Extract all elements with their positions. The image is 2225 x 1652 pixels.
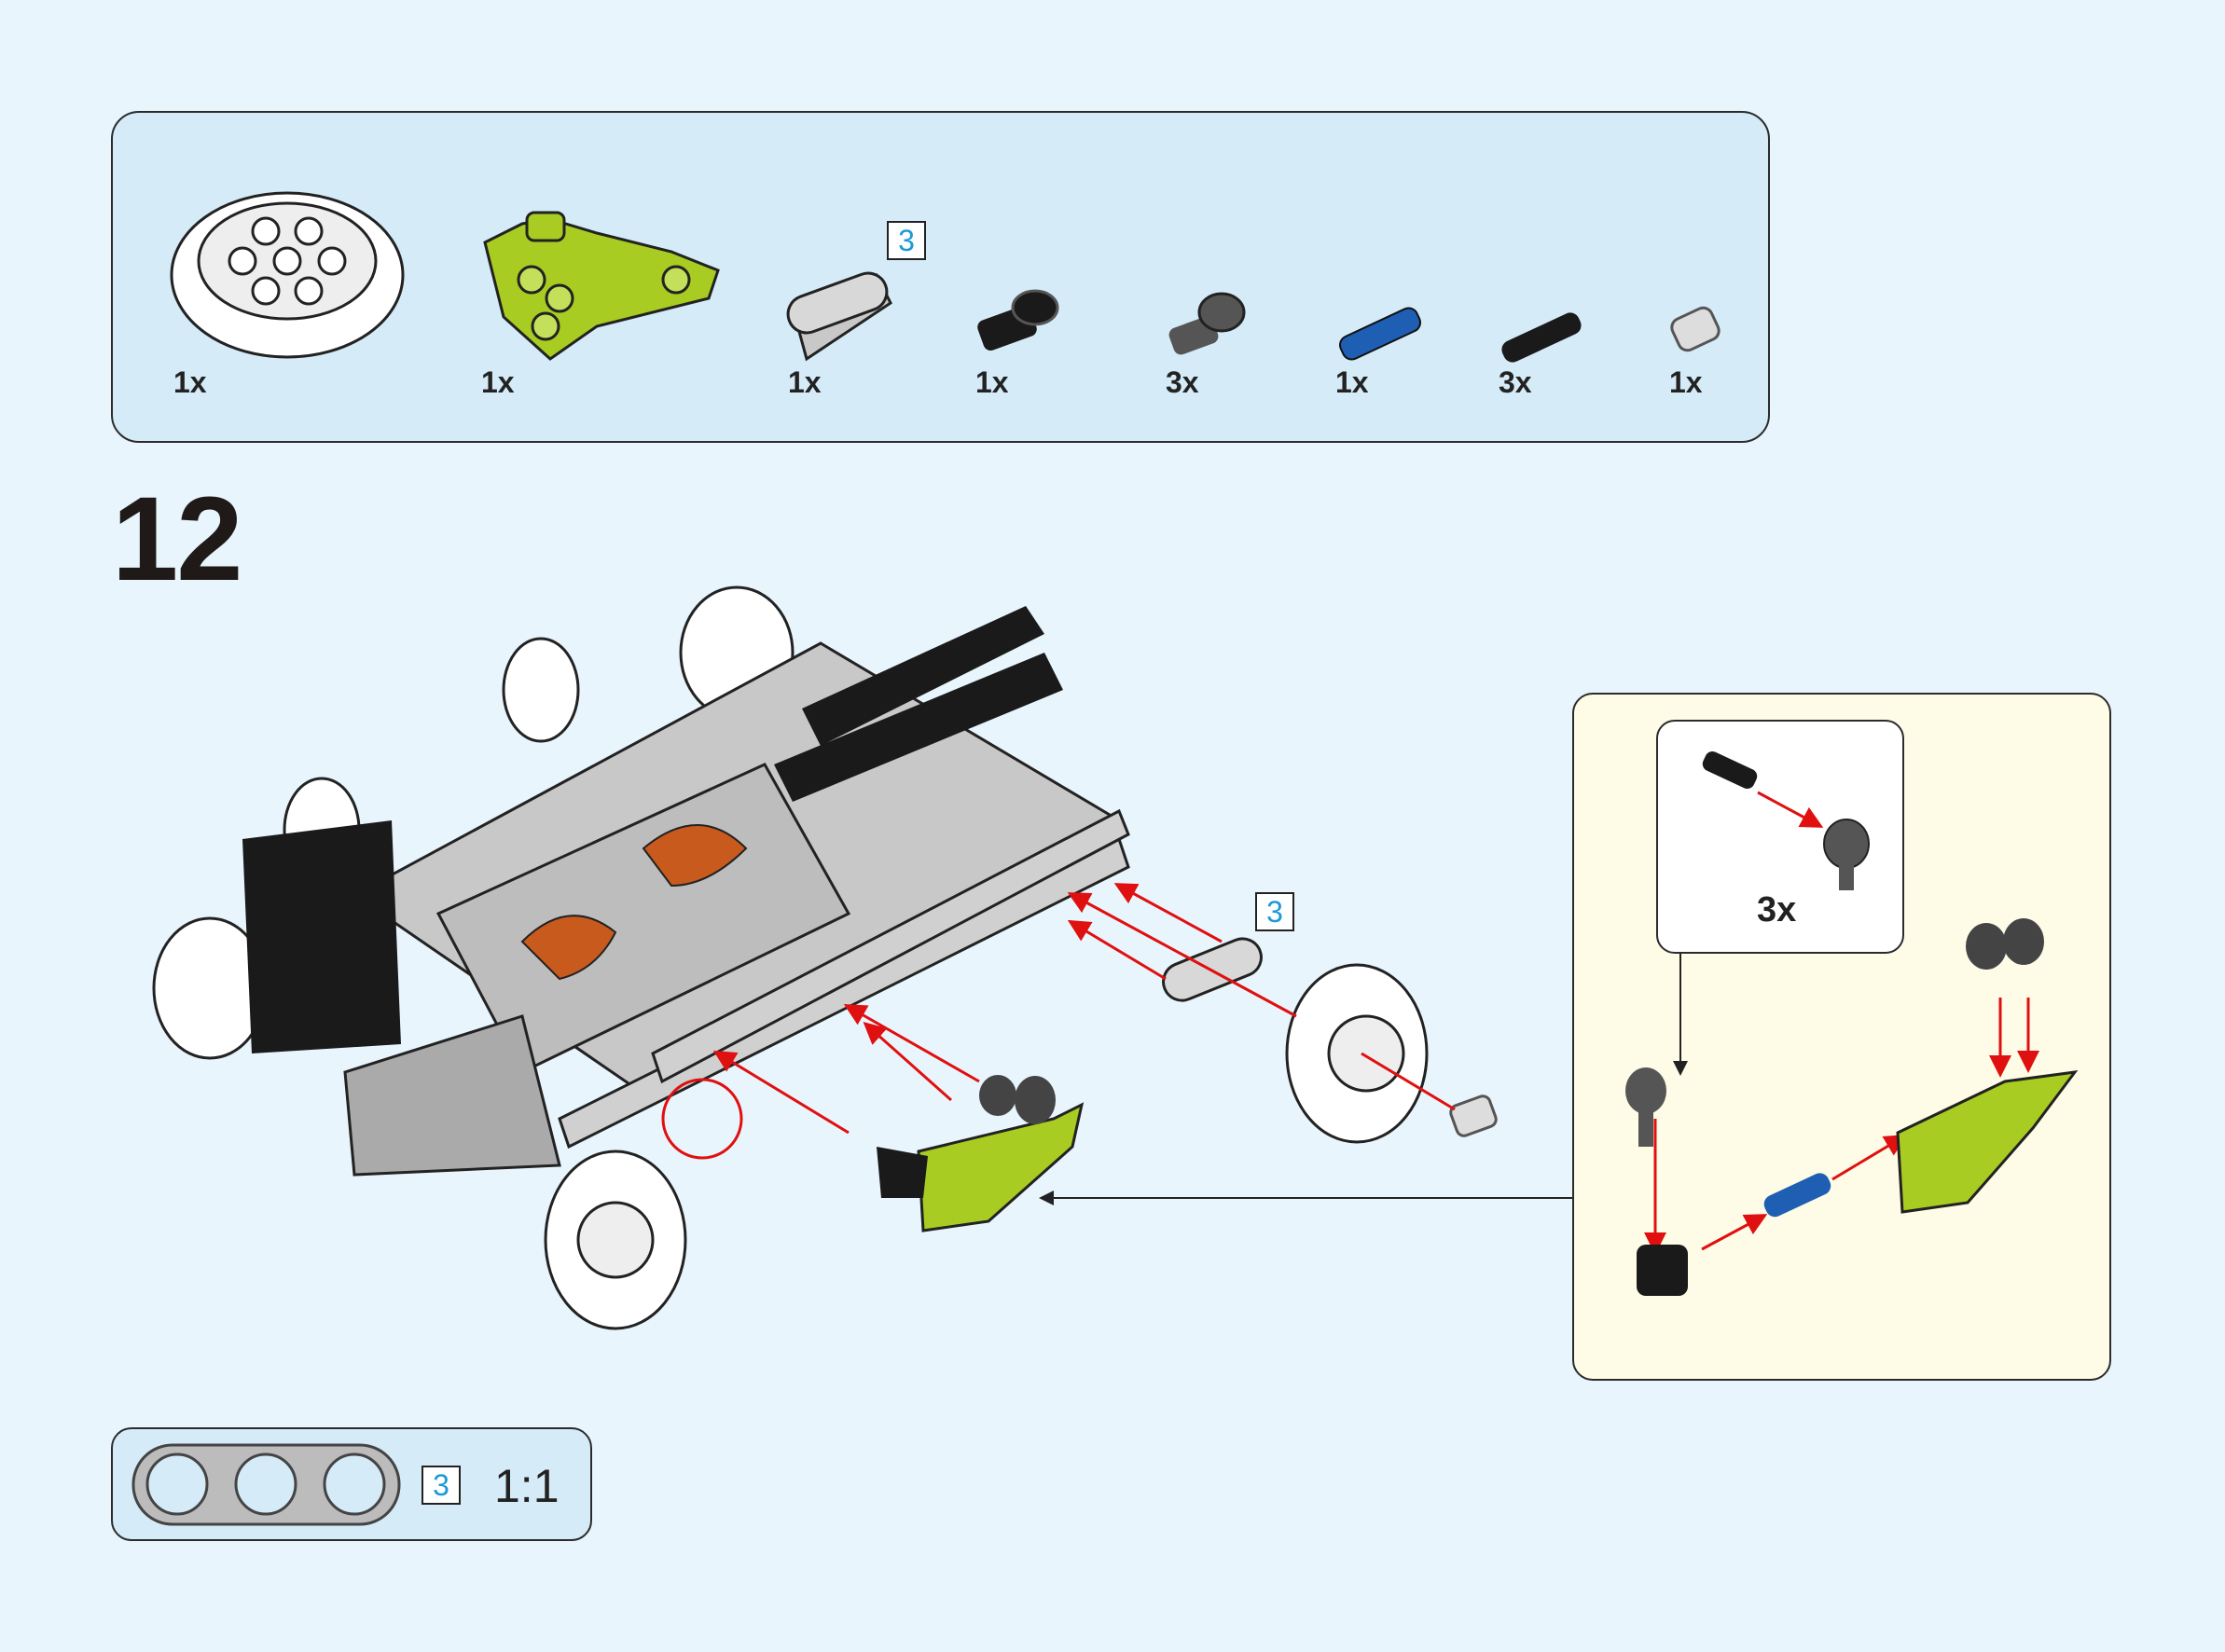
callout-assembly [1625,918,2079,1296]
black-pin-connector-part-icon [977,289,1059,351]
part-qty-wheel: 1x [173,365,207,399]
gray-pin-connector-part-icon [1168,292,1246,355]
part-qty-bush: 1x [1669,365,1703,399]
part-qty-lime-panel: 1x [481,365,515,399]
bush-part-icon [1670,306,1721,352]
blue-axle-pin-part-icon [1339,307,1421,361]
part-qty-blue-axle-pin: 1x [1335,365,1369,399]
beam-length-badge-main: 3 [1255,892,1294,931]
highlight-circle [661,1078,743,1160]
wheel-part-placement [1285,963,1429,1144]
part-qty-black-pin-connector: 1x [975,365,1009,399]
ruler-beam-length-badge: 3 [422,1466,461,1505]
sub-step-quantity: 3x [1757,890,1797,929]
bush-part-placement [1449,1094,1498,1137]
beam-3-part-icon [786,271,892,362]
scale-label: 1:1 [494,1460,560,1512]
part-qty-black-friction-pin: 3x [1499,365,1532,399]
assembly-arrows [712,883,1456,1135]
sub-step-illustration [1702,750,1870,890]
part-qty-gray-pin-connector: 3x [1166,365,1199,399]
wheel-part-icon [170,191,405,359]
part-qty-beam-3: 1x [788,365,822,399]
step-number: 12 [112,473,242,606]
beam-3-ruler-icon [131,1443,401,1526]
black-friction-pin-part-icon [1501,312,1582,363]
chassis-model [152,585,1130,1330]
lime-panel-placement [877,1075,1085,1232]
lime-panel-part-icon [483,211,720,361]
beam-length-badge: 3 [887,221,926,260]
